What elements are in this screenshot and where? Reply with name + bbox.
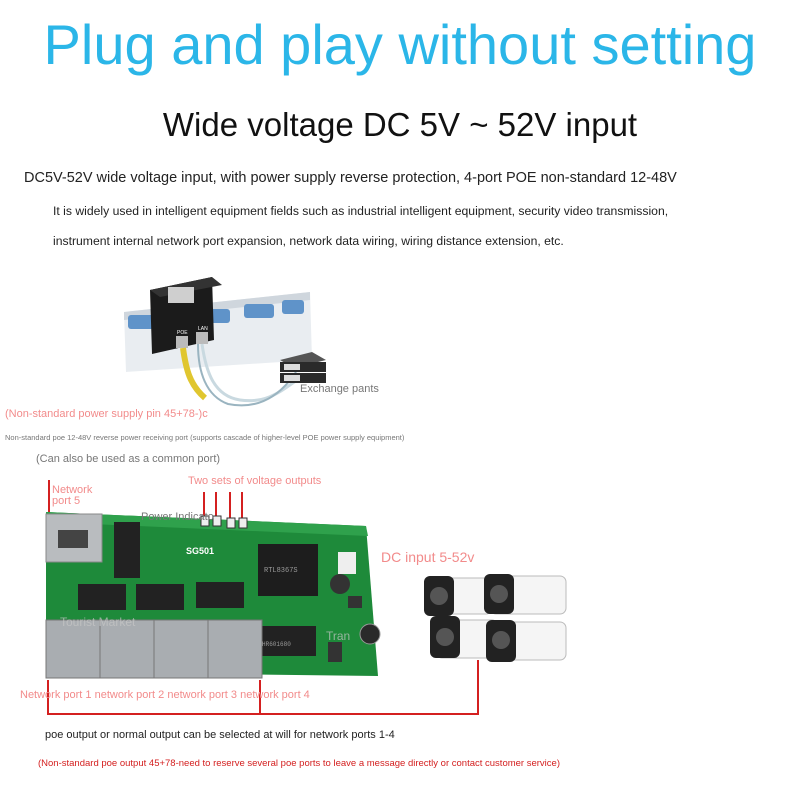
switch-stack-icon	[280, 352, 326, 383]
pcb-board	[45, 512, 381, 679]
exchange-label: Exchange pants	[300, 383, 379, 395]
description-line-3: instrument internal network port expansi…	[53, 234, 564, 248]
reserve-note: (Non-standard poe output 45+78-need to r…	[38, 758, 560, 769]
dc-input-label: DC input 5-52v	[381, 549, 475, 565]
adapter-lan-label: LAN	[198, 326, 208, 332]
nonstandard-pin-note: (Non-standard power supply pin 45+78-)c	[5, 408, 208, 420]
network-port-5-label: Network port 5	[52, 484, 93, 507]
adapter-poe-label: POE	[177, 330, 188, 336]
network-ports-label: Network port 1 network port 2 network po…	[20, 689, 310, 701]
power-indicator-label: Power Indicato	[141, 511, 214, 523]
voltage-outputs-label: Two sets of voltage outputs	[188, 475, 322, 487]
watermark-text-2: Tran	[326, 629, 350, 643]
highlight-lines	[47, 480, 479, 715]
description-line-2: It is widely used in intelligent equipme…	[53, 204, 669, 218]
page-title: Plug and play without setting	[43, 13, 757, 76]
page-subtitle: Wide voltage DC 5V ~ 52V input	[162, 106, 638, 143]
receiving-port-note: Non-standard poe 12-48V reverse power re…	[5, 433, 405, 442]
output-select-note: poe output or normal output can be selec…	[45, 729, 395, 741]
transformer-label: HR601680	[262, 641, 291, 648]
chip-label: RTL8367S	[264, 567, 298, 575]
description-line-1: DC5V-52V wide voltage input, with power …	[24, 170, 677, 186]
watermark-text: Tourist Market	[60, 615, 136, 629]
common-port-note: (Can also be used as a common port)	[36, 453, 221, 465]
power-strip-photo	[124, 277, 312, 407]
board-model-label: SG501	[186, 546, 214, 556]
camera-group	[424, 574, 567, 662]
